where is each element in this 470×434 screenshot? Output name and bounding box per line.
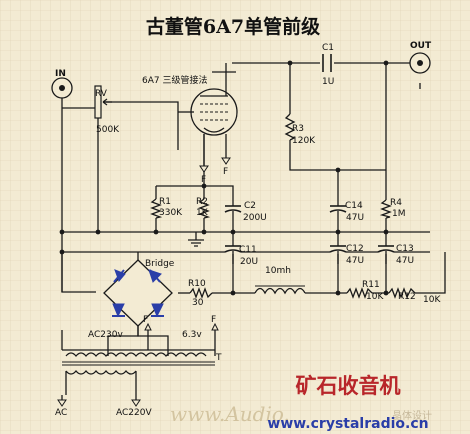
r11-value: 10K (366, 292, 384, 302)
input-jack: IN (51, 69, 73, 99)
resistor-r11: R11 10K (346, 280, 384, 302)
c13-value: 47U (396, 256, 414, 266)
tube-label: 6A7 三级管接法 (142, 74, 207, 86)
capacitor-c2: C2 200U (224, 199, 267, 223)
r12-value: 10K (423, 295, 441, 305)
bridge-rectifier: Bridge (103, 259, 175, 327)
r4-label: R4 (390, 198, 402, 208)
rv-potentiometer: RV 500K (94, 85, 120, 135)
logo-url: www.crystalradio.cn (267, 416, 428, 432)
c11-value: 20U (240, 257, 258, 267)
junction-dots (59, 60, 389, 296)
resistor-r10: R10 30 (188, 279, 213, 308)
diode-icon (151, 303, 164, 318)
c13-label: C13 (396, 244, 414, 254)
ac230-label: AC230v (88, 330, 123, 340)
c14-label: C14 (345, 201, 363, 211)
r1-label: R1 (159, 197, 171, 207)
r1-value: 330K (159, 208, 183, 218)
bridge-label: Bridge (145, 259, 175, 269)
transformer-label: T (215, 353, 222, 363)
heater-f-markers-bottom: F F (143, 315, 219, 350)
in-label: IN (55, 69, 66, 79)
heater-f-bottom-right: F (211, 315, 216, 325)
ac-label: AC (55, 408, 67, 418)
capacitor-c11: C11 20U (224, 240, 258, 267)
capacitor-c14: C14 47U (329, 199, 364, 223)
choke-label: 10mh (265, 266, 291, 276)
r10-value: 30 (192, 298, 204, 308)
r12-label: R12 (398, 292, 416, 302)
watermark: www.Audio. 晶体设计 (170, 402, 432, 426)
r3-label: R3 (292, 124, 304, 134)
rv-value: 500K (96, 125, 120, 135)
watermark-site: www.Audio. (170, 402, 290, 426)
r4-value: 1M (392, 209, 406, 219)
site-logo: 矿石收音机 www.crystalradio.cn (267, 374, 428, 432)
diode-icon (148, 269, 162, 283)
out-label: OUT (410, 41, 432, 51)
heater-f-bottom-left: F (143, 315, 148, 325)
watermark-small: 晶体设计 (392, 409, 432, 422)
c12-label: C12 (346, 244, 364, 254)
capacitor-c1: C1 1U (320, 43, 334, 87)
logo-name: 矿石收音机 (296, 374, 401, 398)
power-transformer: AC230v 6.3v T (62, 330, 222, 395)
r10-label: R10 (188, 279, 206, 289)
c2-value: 200U (243, 213, 267, 223)
r2-value: 1K (196, 208, 209, 218)
c2-label: C2 (244, 201, 256, 211)
r3-value: 120K (292, 136, 316, 146)
resistor-r4: R4 1M (379, 198, 406, 219)
heater-f-top-right: F (223, 167, 228, 177)
c11-label: C11 (239, 245, 257, 255)
ground-icon (188, 236, 204, 247)
tube-6a7: 6A7 三级管接法 (142, 74, 238, 136)
heater-f-markers-top: F F (199, 157, 231, 185)
wires (61, 62, 446, 350)
diagram-title: 古董管6A7单管前级 (146, 15, 320, 38)
capacitor-c12: C12 47U (329, 240, 364, 266)
ac220-label: AC220V (116, 408, 152, 418)
output-jack: OUT (409, 41, 432, 74)
rv-label: RV (95, 89, 108, 99)
c14-value: 47U (346, 213, 364, 223)
r11-label: R11 (362, 280, 380, 290)
c12-value: 47U (346, 256, 364, 266)
c1-label: C1 (322, 43, 334, 53)
heater-f-top-left: F (201, 175, 206, 185)
c1-value: 1U (322, 77, 334, 87)
resistor-r3: R3 120K (284, 113, 316, 146)
diode-icon (112, 303, 125, 318)
capacitor-c13: C13 47U (377, 240, 414, 266)
resistor-r2: R2 1K (196, 197, 211, 219)
v63-label: 6.3v (182, 330, 202, 340)
diode-icon (113, 269, 126, 283)
choke-inductor: 10mh (254, 266, 306, 296)
r2-label: R2 (196, 197, 208, 207)
resistor-r12: R12 10K (388, 287, 441, 305)
resistor-r1: R1 330K (150, 197, 183, 219)
ac-mains-input: AC AC220V (55, 395, 152, 418)
